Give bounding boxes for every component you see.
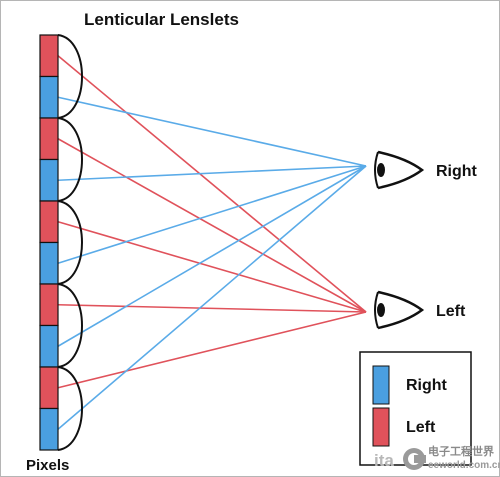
lenslet-array [57, 34, 83, 451]
light-rays [57, 55, 367, 430]
pixel-right [39, 158, 59, 202]
ray-right [57, 165, 367, 347]
lenslet [57, 200, 83, 285]
left-eye-label: Left [436, 303, 466, 320]
legend-label-right: Right [406, 377, 448, 394]
ray-right [57, 165, 367, 182]
lenslet [57, 34, 83, 119]
pixel-right [39, 324, 59, 368]
ray-left [57, 311, 367, 389]
pixels-label: Pixels [26, 457, 69, 474]
pixel-left [39, 366, 59, 410]
diagram-title: Lenticular Lenslets [84, 10, 239, 29]
pixel-strip [39, 34, 59, 451]
legend-label-left: Left [406, 419, 436, 436]
ray-left [57, 303, 367, 313]
watermark-logo-icon [403, 448, 426, 470]
left-eye-icon [373, 290, 425, 330]
ray-right [57, 165, 367, 430]
pixel-right [39, 75, 59, 119]
right-eye-icon [373, 150, 425, 190]
watermark-site: eeworld.com.cn [428, 460, 500, 471]
ray-left [57, 220, 367, 313]
watermark: ita 电子工程世界 eeworld.com.cn [374, 444, 500, 471]
watermark-brand: 电子工程世界 [428, 444, 494, 458]
pixel-right [39, 241, 59, 285]
legend: Right Left [359, 351, 472, 466]
watermark-prefix: ita [374, 451, 394, 470]
pixel-left [39, 34, 59, 78]
ray-right [57, 165, 367, 265]
ray-left [57, 55, 367, 313]
pixel-right [39, 407, 59, 451]
legend-swatch-right [372, 365, 390, 405]
lenslet [57, 283, 83, 368]
ray-left [57, 138, 367, 313]
pixel-left [39, 117, 59, 161]
right-eye-label: Right [436, 163, 478, 180]
lenslet [57, 117, 83, 202]
ray-right [57, 96, 367, 167]
lenslet [57, 366, 83, 451]
legend-swatch-left [372, 407, 390, 447]
pixel-left [39, 200, 59, 244]
pixel-left [39, 283, 59, 327]
